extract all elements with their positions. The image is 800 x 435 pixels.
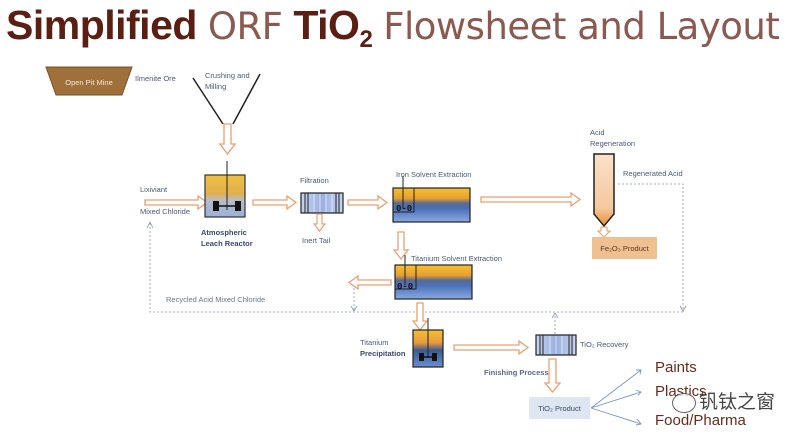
- arrow-inert-tail: [312, 213, 327, 232]
- crushing-funnel-right: [232, 73, 261, 125]
- precipitation-impeller-left: [419, 353, 424, 361]
- titanium-sx-label: Titanium Solvent Extraction: [411, 254, 503, 263]
- arrow-regen-to-fe-product: [596, 226, 612, 238]
- use-plastics: Plastics: [655, 383, 707, 400]
- title-tio2-text: TiO: [293, 2, 360, 48]
- acid-regen-label-line1: Acid: [590, 128, 605, 137]
- recycled-acid-label: Recycled Acid Mixed Chloride: [166, 295, 266, 304]
- title-simplified: Simplified: [6, 2, 197, 48]
- regenerated-acid-label: Regenerated Acid: [623, 169, 683, 178]
- regenerated-acid-line: [618, 183, 684, 312]
- open-pit-mine-label: Open Pit Mine: [65, 77, 113, 87]
- ilmenite-ore-label: Ilmenite Ore: [135, 74, 176, 83]
- recycled-acid-arrowhead: [146, 221, 154, 229]
- arrow-titanium-sx-to-precipitation: [411, 302, 429, 332]
- arrow-filtration-to-iron-sx: [347, 194, 389, 211]
- ti-precip-label-line1: Titanium: [360, 338, 389, 347]
- tio2-recovery-label: TiO₂ Recovery: [580, 340, 629, 349]
- crushing-label: Crushing and: [205, 71, 250, 80]
- arrow-reactor-to-filtration: [252, 194, 298, 211]
- watermark-text: 钒钛之窗: [699, 391, 776, 413]
- tio2-product-label: TiO₂ Product: [538, 403, 581, 413]
- title-flowsheet: Flowsheet and Layout: [383, 5, 780, 48]
- use-food-pharma: Food/Pharma: [655, 412, 746, 429]
- title-tio2-sub: 2: [359, 26, 373, 53]
- use-arrows: [590, 369, 642, 426]
- milling-label: Milling: [205, 82, 227, 91]
- inert-tail-label: Inert Tail: [302, 236, 331, 245]
- titanium-sx-unit: [394, 264, 473, 300]
- arrow-recovery-to-product: [543, 358, 562, 394]
- filtration-unit: [300, 192, 344, 214]
- recovery-lines: [549, 336, 563, 354]
- crushing-funnel-left: [192, 77, 224, 125]
- recovery-plates: [539, 335, 573, 355]
- iron-sx-impeller: 0-0: [396, 204, 412, 214]
- fe2o3-product-box: [592, 237, 657, 259]
- iron-sx-label: Iron Solvent Extraction: [396, 170, 472, 179]
- arrow-lixiviant: [144, 194, 209, 211]
- ti-precip-label-line2: Precipitation: [360, 349, 406, 358]
- tio2-product-box: [529, 397, 590, 419]
- lixiviant-label: Lixiviant: [140, 185, 168, 194]
- title-orf: ORF: [207, 5, 283, 48]
- title-tio2: TiO2: [293, 2, 372, 53]
- finishing-process-label: Finishing Process: [484, 368, 549, 377]
- titanium-sx-impeller: 0-0: [397, 282, 413, 292]
- recycle-drop-arrowhead: [350, 305, 358, 312]
- precipitation-impeller-right: [432, 353, 437, 361]
- wechat-icon: [672, 392, 696, 413]
- iron-sx-unit: [392, 187, 471, 223]
- filtration-lines: [313, 194, 333, 212]
- reactor-impeller-right: [235, 201, 241, 211]
- arrow-precipitation-to-recovery: [453, 339, 530, 356]
- slide-title: Simplified ORF TiO2 Flowsheet and Layout: [6, 2, 780, 54]
- recycled-acid-loop: [149, 222, 683, 313]
- filtration-plates: [304, 193, 340, 213]
- recovery-return-arrowhead: [551, 312, 559, 319]
- arrow-titanium-sx-recycle: [347, 274, 392, 291]
- reactor-label-line2: Leach Reactor: [201, 239, 253, 248]
- acid-regen-label-line2: Regeneration: [590, 139, 636, 148]
- arrow-iron-sx-to-acid-regen: [480, 191, 582, 208]
- regenerated-acid-arrowhead: [679, 305, 687, 312]
- arrow-crushing-to-reactor: [218, 123, 237, 156]
- reactor-label-line1: Atmospheric: [201, 228, 247, 237]
- use-paints: Paints: [655, 359, 697, 376]
- reactor-impeller-left: [213, 201, 219, 211]
- open-pit-mine-shape: [45, 66, 133, 96]
- acid-regeneration-column: [593, 153, 615, 228]
- arrow-iron-sx-to-titanium-sx: [392, 231, 410, 261]
- filtration-label: Filtration: [300, 176, 329, 185]
- watermark: 钒钛之窗: [672, 387, 775, 414]
- fe2o3-product-label: Fe₂O₃ Product: [600, 243, 649, 253]
- mixed-chloride-label: Mixed Chloride: [140, 207, 191, 216]
